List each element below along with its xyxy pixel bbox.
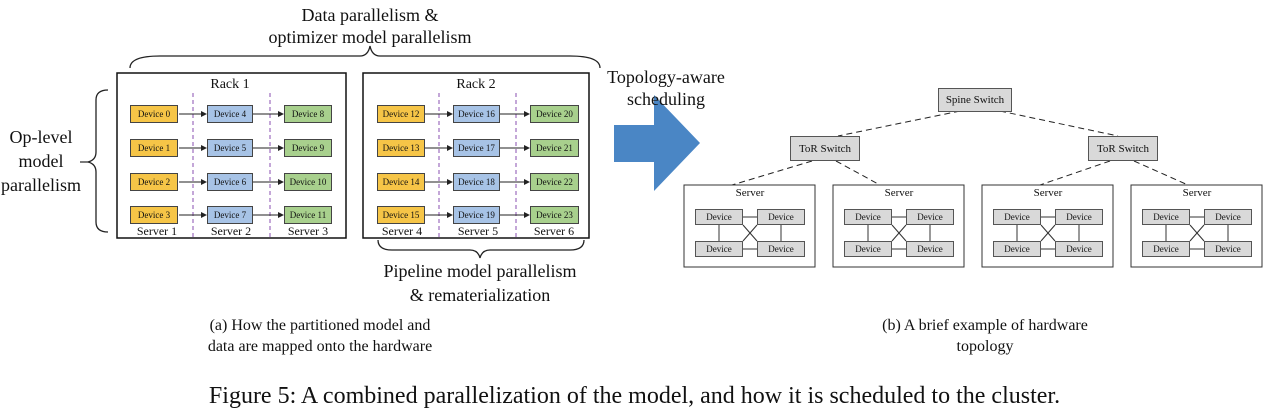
caption-b-line2: topology (956, 338, 1014, 355)
hw-device: Device (1055, 241, 1103, 257)
device-3: Device 3 (130, 206, 178, 224)
device-12: Device 12 (377, 105, 425, 123)
device-21: Device 21 (530, 139, 579, 157)
device-6: Device 6 (207, 173, 253, 191)
server-3-label: Server 3 (287, 224, 329, 238)
device-14: Device 14 (377, 173, 425, 191)
rack-1-title: Rack 1 (210, 77, 250, 92)
device-11: Device 11 (284, 206, 332, 224)
rack-1-box (116, 72, 347, 239)
top-brace (129, 45, 601, 69)
device-17: Device 17 (453, 139, 500, 157)
bottom-brace (377, 239, 585, 259)
rack-1-arrows (179, 111, 284, 218)
bottom-label-line1: Pipeline model parallelism (383, 261, 577, 281)
server-box-2 (832, 184, 965, 268)
device-1: Device 1 (130, 139, 178, 157)
server-box-4 (1130, 184, 1263, 268)
hw-device: Device (906, 209, 954, 225)
device-16: Device 16 (453, 105, 500, 123)
caption-a-line1: (a) How the partitioned model and (209, 317, 431, 334)
hw-device: Device (993, 209, 1041, 225)
tor-switch-1: ToR Switch (790, 136, 860, 161)
server-title-4: Server (1182, 187, 1212, 199)
server-5-label: Server 5 (457, 224, 499, 238)
spine-switch: Spine Switch (938, 88, 1012, 112)
side-label-line3: parallelism (1, 175, 81, 195)
caption-b-line1: (b) A brief example of hardware (882, 317, 1088, 334)
device-22: Device 22 (530, 173, 579, 191)
server-title-1: Server (735, 187, 765, 199)
hw-device: Device (906, 241, 954, 257)
hw-device: Device (757, 209, 805, 225)
device-2: Device 2 (130, 173, 178, 191)
device-5: Device 5 (207, 139, 253, 157)
device-13: Device 13 (377, 139, 425, 157)
device-8: Device 8 (284, 105, 332, 123)
hw-device: Device (1142, 209, 1190, 225)
server-title-3: Server (1033, 187, 1063, 199)
top-label-line1: Data parallelism & (301, 5, 439, 25)
hw-device: Device (844, 241, 892, 257)
rack-2-title: Rack 2 (456, 77, 496, 92)
device-10: Device 10 (284, 173, 332, 191)
hw-device: Device (1204, 209, 1252, 225)
left-brace (87, 89, 109, 233)
hw-device: Device (844, 209, 892, 225)
hw-device: Device (695, 209, 743, 225)
server-2-label: Server 2 (210, 224, 252, 238)
server-box-3 (981, 184, 1114, 268)
scheduling-arrow (614, 95, 700, 191)
figure-caption: Figure 5: A combined parallelization of … (208, 383, 1061, 409)
bottom-label-line2: & rematerialization (409, 285, 551, 305)
device-18: Device 18 (453, 173, 500, 191)
hw-device: Device (993, 241, 1041, 257)
hw-device: Device (757, 241, 805, 257)
rack-2-box (362, 72, 590, 239)
tor-switch-2: ToR Switch (1088, 136, 1158, 161)
hw-device: Device (1204, 241, 1252, 257)
device-0: Device 0 (130, 105, 178, 123)
server-box-1 (683, 184, 816, 268)
device-19: Device 19 (453, 206, 500, 224)
server-1-label: Server 1 (136, 224, 178, 238)
top-label-line2: optimizer model parallelism (268, 27, 472, 47)
device-20: Device 20 (530, 105, 579, 123)
rack-2-arrows (425, 111, 530, 218)
device-7: Device 7 (207, 206, 253, 224)
side-label-line1: Op-level (9, 127, 73, 147)
hw-device: Device (1055, 209, 1103, 225)
device-23: Device 23 (530, 206, 579, 224)
arrow-label-line1: Topology-aware (607, 67, 725, 87)
device-15: Device 15 (377, 206, 425, 224)
device-9: Device 9 (284, 139, 332, 157)
server-title-2: Server (884, 187, 914, 199)
server-4-label: Server 4 (381, 224, 423, 238)
caption-a-line2: data are mapped onto the hardware (207, 338, 433, 355)
hw-device: Device (1142, 241, 1190, 257)
side-label-line2: model (18, 151, 64, 171)
server-6-label: Server 6 (533, 224, 575, 238)
hw-device: Device (695, 241, 743, 257)
arrow-label-line2: scheduling (627, 89, 705, 109)
device-4: Device 4 (207, 105, 253, 123)
